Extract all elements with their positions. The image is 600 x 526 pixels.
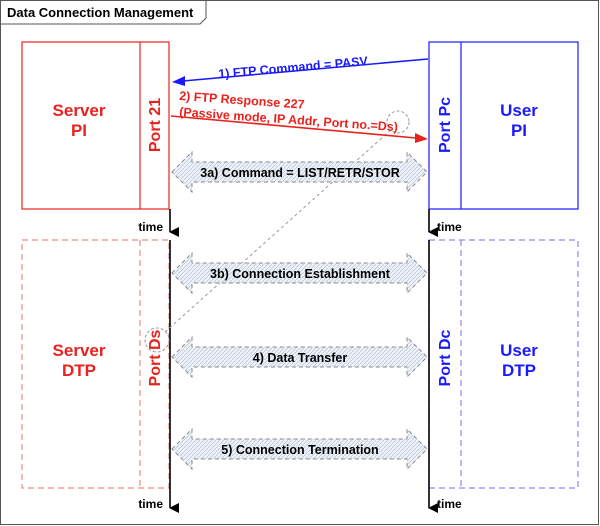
user-pi-label-line2: PI <box>511 121 527 140</box>
server-pi-label-line1: Server <box>53 101 106 120</box>
transfer-exchange-label: 4) Data Transfer <box>253 351 348 365</box>
user-dtp-time-label: time <box>437 497 462 511</box>
establish-exchange-arrow <box>171 251 428 295</box>
user-pi-time-label: time <box>437 220 462 234</box>
title-tab <box>0 0 207 25</box>
user-pi-port-label: Port Pc <box>437 97 454 153</box>
terminate-exchange-arrow <box>171 427 428 471</box>
ftp-response-arrow-line <box>170 115 417 139</box>
command-exchange-arrow <box>171 150 428 194</box>
server-dtp-label-line1: Server <box>53 341 106 360</box>
ds-highlight-circle-top <box>386 110 410 134</box>
user-dtp-box <box>428 239 579 489</box>
user-pi-box <box>428 41 579 210</box>
server-dtp-time-label: time <box>138 497 163 511</box>
server-pi-port-label: Port 21 <box>147 98 164 152</box>
transfer-exchange-arrow <box>171 335 428 379</box>
ds-highlight-circle-bottom <box>144 327 170 353</box>
ftp-command-arrowhead <box>172 76 185 86</box>
server-pi-label-line2: PI <box>71 121 87 140</box>
server-pi-box <box>21 41 170 210</box>
server-dtp-box <box>21 239 170 489</box>
ftp-command-arrow-line <box>182 58 429 82</box>
user-dtp-label-line1: User <box>500 341 538 360</box>
user-dtp-port-label: Port Dc <box>437 329 454 386</box>
command-exchange-label: 3a) Command = LIST/RETR/STOR <box>200 166 399 180</box>
server-dtp-port-label: Port Ds <box>147 329 164 386</box>
establish-exchange-label: 3b) Connection Establishment <box>210 267 391 281</box>
user-pi-label-line1: User <box>500 101 538 120</box>
terminate-exchange-label: 5) Connection Termination <box>221 443 378 457</box>
user-dtp-label-line2: DTP <box>502 361 536 380</box>
server-dtp-label-line2: DTP <box>62 361 96 380</box>
ftp-response-arrowhead <box>415 133 428 143</box>
server-pi-time-label: time <box>138 220 163 234</box>
diagram-title: Data Connection Management <box>7 5 194 20</box>
